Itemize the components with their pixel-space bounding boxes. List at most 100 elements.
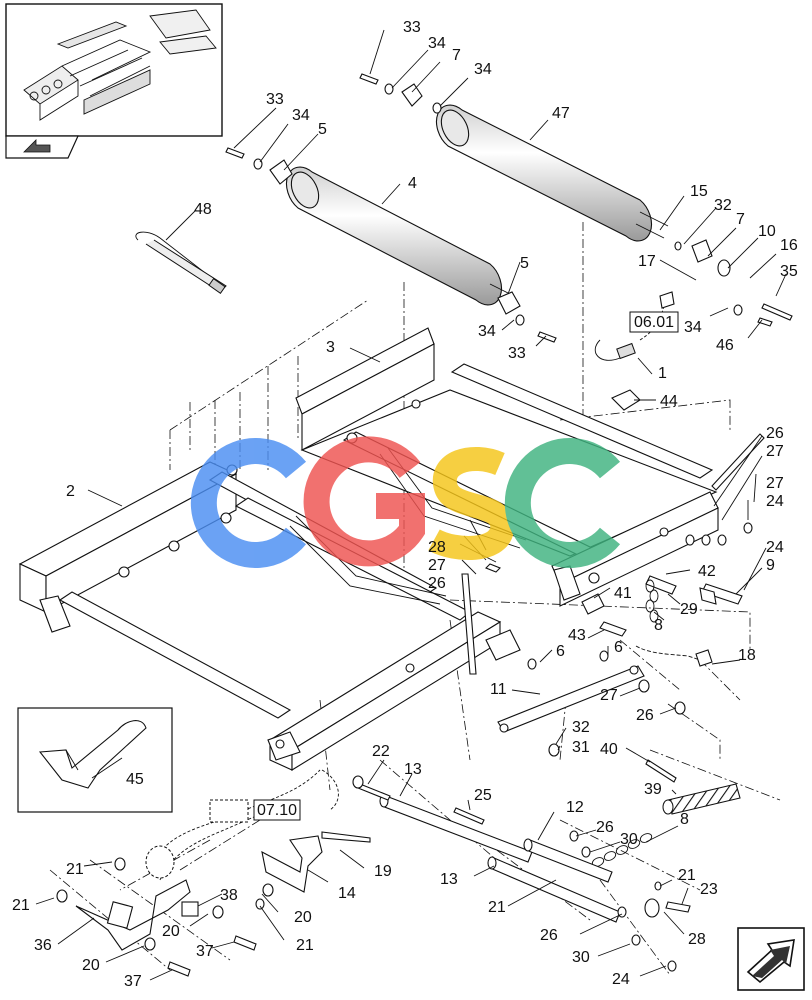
callout-17: 17	[638, 253, 656, 270]
callout-leaders	[35, 29, 787, 981]
chain-upper[interactable]	[645, 579, 659, 623]
callout-13: 13	[440, 871, 458, 888]
callout-14: 14	[338, 885, 356, 902]
callout-39: 39	[644, 781, 662, 798]
callout-45: 45	[126, 771, 144, 788]
callout-29: 29	[680, 601, 698, 618]
callout-20: 20	[162, 923, 180, 940]
callout-33: 33	[403, 19, 421, 36]
callout-34: 34	[684, 319, 702, 336]
callout-25: 25	[474, 787, 492, 804]
callout-27: 27	[600, 687, 618, 704]
bracket-14[interactable]	[261, 835, 323, 893]
callout-23: 23	[700, 881, 718, 898]
callout-44: 44	[660, 393, 678, 410]
inset-detail-45[interactable]	[17, 707, 173, 813]
callout-46: 46	[716, 337, 734, 354]
callout-28: 28	[688, 931, 706, 948]
callout-26: 26	[596, 819, 614, 836]
callout-6: 6	[614, 639, 623, 656]
callout-19: 19	[374, 863, 392, 880]
callout-24: 24	[766, 493, 784, 510]
callout-20: 20	[82, 957, 100, 974]
callout-27: 27	[428, 557, 446, 574]
ref-box-07-10[interactable]: 07.10	[253, 799, 301, 821]
callout-30: 30	[620, 831, 638, 848]
tube-13-upper[interactable]	[379, 794, 533, 863]
pin-40[interactable]	[645, 759, 677, 783]
callout-6: 6	[556, 643, 565, 660]
callout-7: 7	[736, 211, 745, 228]
callout-48: 48	[194, 201, 212, 218]
callout-34: 34	[478, 323, 496, 340]
callout-1: 1	[658, 365, 667, 382]
callout-22: 22	[372, 743, 390, 760]
roller-bearings-and-bolts	[225, 73, 793, 343]
callout-16: 16	[780, 237, 798, 254]
chain-lower[interactable]	[591, 832, 653, 868]
bracket-36[interactable]	[75, 879, 191, 951]
lower-roller[interactable]	[285, 166, 511, 306]
tube-12[interactable]	[523, 838, 613, 883]
callout-34: 34	[474, 61, 492, 78]
tube-13-lower[interactable]	[487, 856, 621, 923]
callout-10: 10	[758, 223, 776, 240]
overview-thumbnail[interactable]	[5, 3, 223, 137]
callout-8: 8	[654, 617, 663, 634]
upper-roller[interactable]	[435, 104, 669, 242]
callout-11: 11	[490, 681, 507, 698]
callout-42: 42	[698, 563, 716, 580]
callout-32: 32	[572, 719, 590, 736]
callout-3: 3	[326, 339, 335, 356]
ref-label-07-10: 07.10	[257, 802, 297, 819]
callout-2: 2	[66, 483, 75, 500]
callout-21: 21	[678, 867, 696, 884]
callout-47: 47	[552, 105, 570, 122]
cable-tie[interactable]	[135, 231, 227, 294]
callout-7: 7	[452, 47, 461, 64]
callout-27: 27	[766, 475, 784, 492]
linkage-parts[interactable]	[461, 433, 765, 757]
ref-box-06-01[interactable]: 06.01	[629, 311, 679, 333]
callout-32: 32	[714, 197, 732, 214]
callout-30: 30	[572, 949, 590, 966]
callout-33: 33	[508, 345, 526, 362]
callout-34: 34	[428, 35, 446, 52]
callout-41: 41	[614, 585, 632, 602]
callout-43: 43	[568, 627, 586, 644]
callout-37: 37	[124, 973, 142, 990]
callout-34: 34	[292, 107, 310, 124]
callout-28: 28	[428, 539, 446, 556]
callout-24: 24	[612, 971, 630, 988]
callout-12: 12	[566, 799, 584, 816]
callout-8: 8	[680, 811, 689, 828]
callout-15: 15	[690, 183, 708, 200]
callout-26: 26	[766, 425, 784, 442]
callout-31: 31	[572, 739, 590, 756]
hydraulic-hose[interactable]	[662, 783, 741, 815]
callout-33: 33	[266, 91, 284, 108]
callout-18: 18	[738, 647, 756, 664]
callout-37: 37	[196, 943, 214, 960]
callout-21: 21	[66, 861, 84, 878]
callout-13: 13	[404, 761, 422, 778]
ref-label-06-01: 06.01	[634, 314, 674, 331]
callout-26: 26	[428, 575, 446, 592]
callout-38: 38	[220, 887, 238, 904]
thumbnail-back-arrow-icon[interactable]	[5, 135, 79, 159]
callout-24: 24	[766, 539, 784, 556]
callout-21: 21	[296, 937, 314, 954]
callout-9: 9	[766, 557, 775, 574]
callout-40: 40	[600, 741, 618, 758]
bolts-lower[interactable]	[56, 775, 691, 977]
callout-5: 5	[318, 121, 327, 138]
callout-27: 27	[766, 443, 784, 460]
callout-21: 21	[488, 899, 506, 916]
callout-26: 26	[636, 707, 654, 724]
electrical-harness[interactable]	[145, 769, 339, 881]
next-page-arrow-icon[interactable]	[737, 927, 805, 991]
callout-35: 35	[780, 263, 798, 280]
callout-36: 36	[34, 937, 52, 954]
callout-5: 5	[520, 255, 529, 272]
